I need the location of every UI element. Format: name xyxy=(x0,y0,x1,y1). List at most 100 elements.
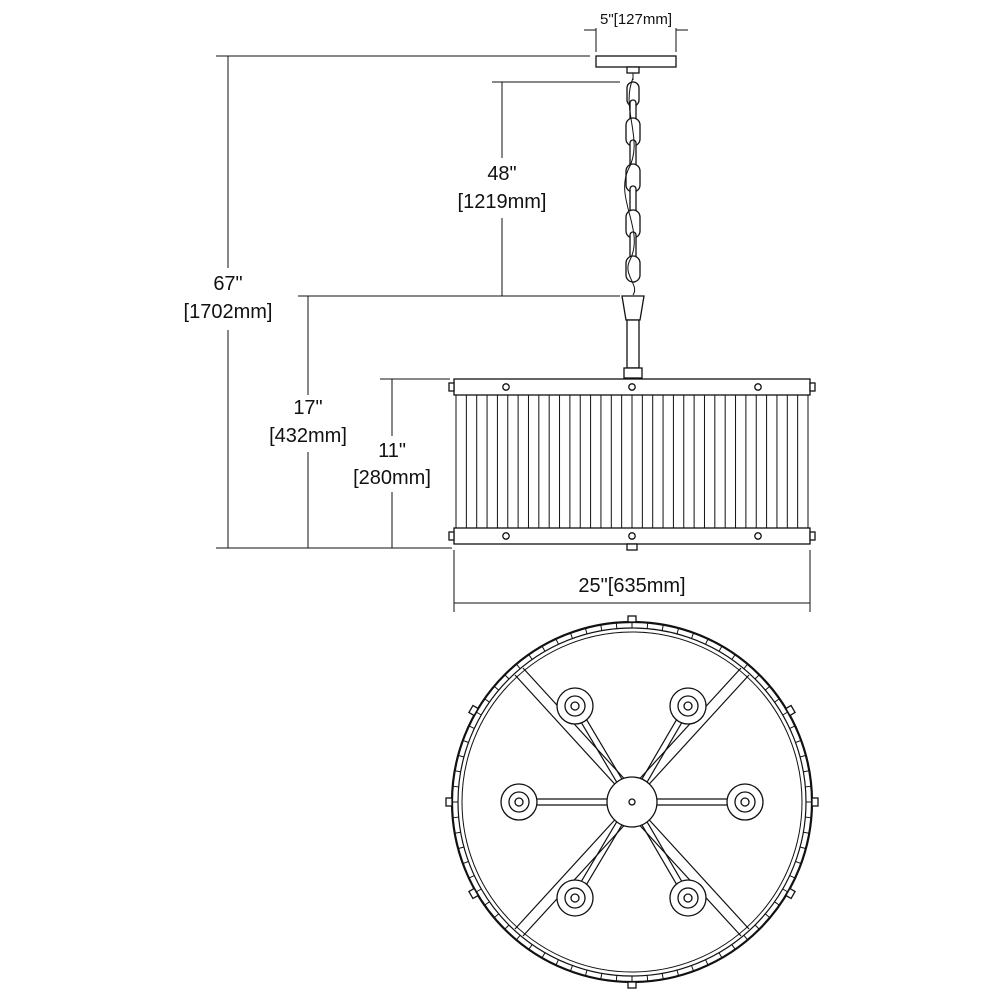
ring-slat xyxy=(705,959,709,966)
socket-center xyxy=(683,701,693,711)
shade-width-dimension: 25"[635mm] xyxy=(453,550,811,612)
ring-slat xyxy=(803,831,810,834)
ring-slat xyxy=(774,901,780,906)
canopy xyxy=(595,55,677,80)
ring-slat xyxy=(458,846,465,850)
ring-slat xyxy=(569,632,573,639)
arm-edge xyxy=(581,821,618,882)
arm-edge xyxy=(646,821,683,882)
ring-slat xyxy=(584,628,588,635)
shade-height-mm-label: [280mm] xyxy=(353,467,431,489)
ring-slat xyxy=(731,654,736,660)
ring-slat xyxy=(462,861,469,865)
canopy-width-dimension: 5"[127mm] xyxy=(584,11,688,52)
drum-shade xyxy=(448,378,816,551)
ring-slat xyxy=(615,975,618,982)
ring-slat xyxy=(515,663,521,670)
arm-edge xyxy=(646,722,683,783)
fixture-height-mm-label: [432mm] xyxy=(269,425,347,447)
ring-slat xyxy=(646,622,649,629)
shade-height-dimension: 11" [280mm] xyxy=(353,378,450,548)
ring-slat xyxy=(764,685,771,691)
socket-center xyxy=(683,893,693,903)
ring-slat xyxy=(799,846,806,850)
ring-slat xyxy=(452,816,459,819)
fixture-height-in-label: 17" xyxy=(293,397,322,419)
ring-clip xyxy=(468,704,480,717)
overall-height-in-label: 67" xyxy=(213,273,242,295)
ring-clips xyxy=(445,615,819,989)
ring-slat xyxy=(454,770,461,773)
ring-clip xyxy=(445,797,453,807)
ring-clip xyxy=(627,981,637,989)
ring-slat xyxy=(541,645,546,652)
ring-slat xyxy=(504,924,510,930)
ring-slat xyxy=(468,725,475,729)
ring-slat xyxy=(754,674,760,680)
overall-height-dimension: 67" [1702mm] xyxy=(184,55,590,549)
ring-slat xyxy=(493,685,500,691)
ring-slat xyxy=(676,969,680,976)
ring-slat xyxy=(569,965,573,972)
ring-slat xyxy=(475,888,482,893)
ring-slat xyxy=(799,754,806,758)
center-hub xyxy=(606,776,658,828)
arm-edge xyxy=(586,824,623,885)
cross-struts xyxy=(514,667,750,937)
arm-edge xyxy=(586,719,623,780)
shade-height-in-label: 11" xyxy=(378,440,406,462)
ring-slat xyxy=(718,645,723,652)
ring-slat xyxy=(600,624,603,631)
ring-slat xyxy=(528,654,533,660)
ring-slat xyxy=(743,663,749,670)
ring-clip xyxy=(627,615,637,623)
ring-slat xyxy=(789,875,796,879)
ring-slat xyxy=(705,638,709,645)
socket-center xyxy=(570,893,580,903)
ring-slat xyxy=(458,754,465,758)
canopy-width-label: 5"[127mm] xyxy=(600,11,672,28)
ring-slat xyxy=(789,725,796,729)
socket-center xyxy=(740,797,750,807)
ring-slat xyxy=(743,934,749,941)
ring-slat xyxy=(661,973,664,980)
chain-length-in-label: 48" xyxy=(487,163,516,185)
ring-slat xyxy=(805,816,812,819)
socket-center xyxy=(570,701,580,711)
ring-slat xyxy=(452,785,459,788)
ring-slat xyxy=(764,913,771,919)
chain xyxy=(624,77,641,296)
shade-width-label: 25"[635mm] xyxy=(578,575,685,597)
bottom-view xyxy=(445,615,819,989)
ring-slats xyxy=(452,622,812,982)
arm-edge xyxy=(581,722,618,783)
ring-slat xyxy=(615,622,618,629)
ring-slat xyxy=(731,944,736,950)
ring-slat xyxy=(555,959,559,966)
ring-clip xyxy=(468,887,480,900)
side-view: 5"[127mm] xyxy=(184,11,816,612)
ring-slat xyxy=(676,628,680,635)
ring-slat xyxy=(484,901,490,906)
arm-edge xyxy=(641,824,677,885)
ring-slat xyxy=(782,711,789,716)
ring-slat xyxy=(555,638,559,645)
ring-slat xyxy=(691,632,695,639)
ring-slat xyxy=(600,973,603,980)
ring-slat xyxy=(528,944,533,950)
arm-edge xyxy=(641,719,677,780)
ring-slat xyxy=(646,975,649,982)
ring-slat xyxy=(584,969,588,976)
ring-slat xyxy=(803,770,810,773)
ring-slat xyxy=(782,888,789,893)
chain-length-dimension: 48" [1219mm] xyxy=(458,81,620,296)
ring-slat xyxy=(454,831,461,834)
ring-slat xyxy=(691,965,695,972)
ring-slat xyxy=(754,924,760,930)
ring-clip xyxy=(784,704,796,717)
ring-clip xyxy=(811,797,819,807)
stem xyxy=(621,295,645,379)
ring-slat xyxy=(493,913,500,919)
ring-slat xyxy=(661,624,664,631)
